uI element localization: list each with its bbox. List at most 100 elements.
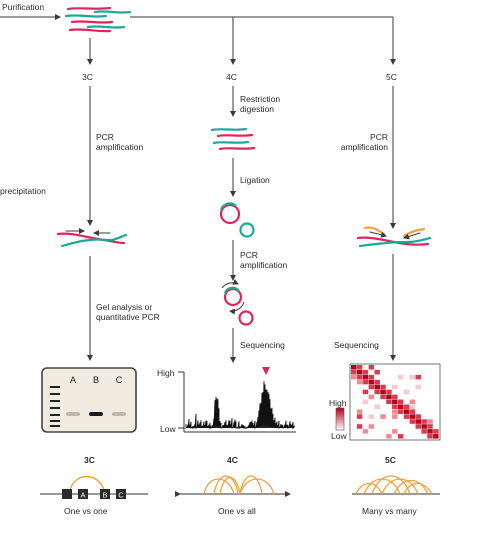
heatmap-high-label: High — [329, 398, 347, 408]
heatmap-cell — [351, 374, 357, 380]
sequencing-profile-4c — [178, 367, 296, 433]
caption-5c: Many vs many — [362, 506, 417, 516]
primer-duplex-5c — [356, 226, 432, 248]
heatmap-cell — [351, 365, 357, 370]
heatmap-cell — [374, 404, 380, 409]
heatmap-cell — [374, 369, 380, 375]
heatmap-cell — [421, 424, 427, 429]
ligated-circles — [219, 202, 255, 238]
pcr-amplification-3c-label: PCR amplification — [96, 132, 144, 152]
heatmap-cell — [356, 374, 363, 380]
heatmap-cell — [409, 419, 416, 424]
heatmap-cell — [386, 389, 392, 395]
heatmap-cell — [392, 429, 398, 434]
heatmap-cell — [368, 384, 375, 390]
heatmap-cell — [392, 404, 398, 409]
heatmap-cell — [397, 404, 404, 409]
pcr-circles — [221, 279, 254, 326]
heatmap-cell — [415, 419, 421, 424]
pcr-amplification-5c-label: PCR amplification — [340, 132, 388, 152]
digested-fragments — [210, 127, 256, 151]
heatmap-cell — [386, 434, 392, 439]
heatmap-cell — [392, 409, 398, 414]
caption-4c: One vs all — [218, 506, 256, 516]
heatmap-cell — [386, 399, 392, 405]
bottom-5c — [352, 475, 440, 495]
heatmap-cell — [392, 394, 398, 400]
bottom-title-5c: 5C — [385, 455, 396, 465]
dna-bundle-top — [64, 6, 132, 33]
heatmap-cell — [351, 369, 357, 375]
heatmap-cell — [374, 384, 380, 390]
heatmap-cell — [433, 434, 439, 439]
sequencing-4c-label: Sequencing — [240, 340, 285, 350]
heatmap-cell — [433, 429, 439, 434]
column-title-5c: 5C — [386, 72, 397, 82]
sequencing-5c-label: Sequencing — [334, 340, 379, 350]
segment-block-left — [62, 489, 72, 499]
heatmap-cell — [374, 379, 380, 385]
heatmap-cell — [380, 414, 386, 419]
heatmap-cell — [356, 414, 363, 419]
caption-3c: One vs one — [64, 506, 108, 516]
column-title-3c: 3C — [82, 72, 93, 82]
heatmap-cell — [421, 429, 427, 434]
heatmap-cell — [362, 429, 369, 434]
heatmap-5c — [335, 363, 441, 441]
bottom-4c — [175, 475, 291, 497]
heatmap-cell — [380, 394, 386, 400]
heatmap-cell — [421, 419, 427, 424]
heatmap-cell — [427, 434, 433, 439]
heatmap-cell — [397, 399, 404, 405]
heatmap-cell — [415, 384, 421, 390]
heatmap-cell — [392, 399, 398, 405]
heatmap-cell — [380, 384, 386, 390]
heatmap-cell — [380, 389, 386, 395]
heatmap-low-label: Low — [331, 431, 347, 441]
gel-lane-c: C — [116, 375, 123, 385]
column-title-4c: 4C — [226, 72, 237, 82]
heatmap-scale — [335, 407, 345, 431]
heatmap-cell — [362, 399, 369, 405]
bottom-title-3c: 3C — [84, 455, 95, 465]
bottom-3c — [40, 475, 148, 499]
segment-c — [116, 489, 126, 499]
heatmap-cell — [403, 409, 410, 414]
primer-duplex-3c — [56, 228, 128, 248]
gel-lane-b: B — [93, 375, 99, 385]
heatmap-cell — [392, 414, 398, 419]
segment-label-c: C — [118, 491, 124, 500]
heatmap-cell — [362, 389, 369, 395]
precipitation-label: precipitation — [0, 186, 46, 196]
pcr-amplification-4c-label: PCR amplification — [240, 250, 288, 270]
segment-b — [100, 489, 110, 499]
heatmap-cell — [403, 414, 410, 419]
heatmap-cell — [374, 389, 380, 395]
gel-lane-a: A — [70, 375, 76, 385]
restriction-digestion-label: Restriction digestion — [240, 94, 281, 114]
heatmap-cell — [368, 424, 375, 429]
heatmap-cell — [409, 399, 416, 405]
segment-label-a: A — [80, 491, 85, 500]
profile-high-label: High — [157, 368, 175, 378]
heatmap-cell — [409, 404, 416, 409]
heatmap-cell — [356, 424, 363, 429]
heatmap-cell — [397, 434, 404, 439]
heatmap-cell — [427, 419, 433, 424]
heatmap-cell — [386, 394, 392, 400]
heatmap-cell — [362, 374, 369, 380]
heatmap-cell — [356, 365, 363, 370]
bottom-title-4c: 4C — [227, 455, 238, 465]
heatmap-cell — [368, 394, 375, 400]
heatmap-cell — [415, 374, 421, 380]
heatmap-cell — [415, 414, 421, 419]
segment-label-b: B — [102, 491, 107, 500]
heatmap-cell — [356, 369, 363, 375]
heatmap-cell — [427, 424, 433, 429]
gel-band-a — [66, 412, 80, 416]
gel-panel — [41, 367, 137, 433]
peak-marker-icon — [262, 367, 270, 375]
heatmap-cell — [392, 384, 398, 390]
heatmap-cell — [368, 365, 375, 370]
heatmap-cell — [415, 424, 421, 429]
